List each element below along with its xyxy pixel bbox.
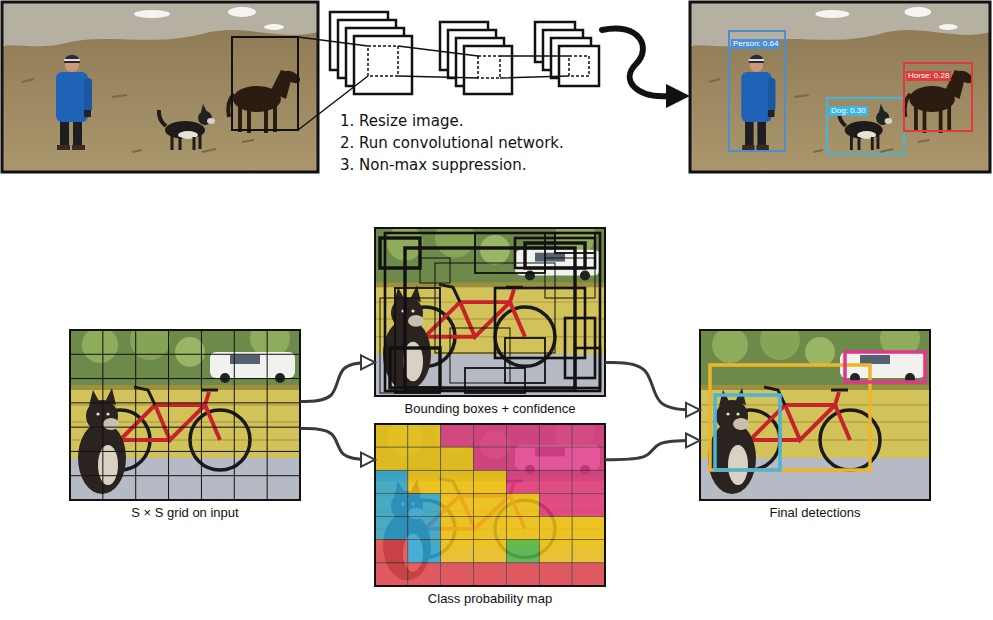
cnn-layers bbox=[330, 12, 599, 94]
image-panel: Class probability map bbox=[375, 424, 605, 607]
input-photo bbox=[2, 2, 318, 172]
output-photo bbox=[690, 2, 990, 172]
input-photo bbox=[232, 37, 298, 130]
predicted-box bbox=[380, 238, 420, 268]
boxes-photo bbox=[375, 216, 605, 396]
predicted-box bbox=[555, 233, 595, 253]
panel-caption: Bounding boxes + confidence bbox=[402, 401, 579, 417]
final-photo bbox=[700, 330, 930, 500]
receptive-field bbox=[298, 37, 589, 130]
flow-arrow bbox=[300, 429, 375, 460]
step-text: 3. Non-max suppression. bbox=[340, 155, 527, 175]
output-photo bbox=[690, 2, 990, 172]
receptive-field bbox=[368, 46, 398, 76]
boxes-photo bbox=[375, 216, 605, 396]
image-panel: Final detections bbox=[700, 330, 930, 521]
grid-line bbox=[70, 402, 300, 403]
image-panel: S × S grid on input bbox=[70, 330, 300, 521]
cnn-layers bbox=[559, 46, 599, 86]
predicted-box bbox=[420, 258, 450, 283]
class-score: Horse: 0.28 bbox=[906, 71, 951, 81]
predicted-box bbox=[380, 298, 440, 393]
receptive-field bbox=[298, 37, 569, 130]
predicted-box bbox=[465, 368, 525, 393]
output-arrow bbox=[602, 29, 668, 97]
class-map bbox=[375, 424, 605, 586]
predicted-box bbox=[380, 233, 600, 393]
grid-line bbox=[102, 330, 103, 500]
predicted-box bbox=[495, 288, 585, 358]
receptive-field bbox=[569, 56, 589, 76]
panel-caption: S × S grid on input bbox=[128, 505, 241, 521]
predicted-box bbox=[395, 288, 440, 393]
image-panel: Bounding boxes + confidence bbox=[375, 228, 605, 417]
detection-box: Horse: 0.28 bbox=[903, 62, 973, 132]
detection-box: Dog: 0.30 bbox=[826, 97, 905, 155]
final-photo bbox=[700, 318, 930, 500]
input-photo bbox=[2, 2, 318, 172]
flow-arrow bbox=[300, 362, 375, 401]
grid-line bbox=[168, 330, 169, 500]
grid-line bbox=[70, 378, 300, 379]
output-arrow bbox=[666, 84, 690, 108]
receptive-field bbox=[478, 56, 500, 78]
flow-arrow bbox=[605, 362, 700, 410]
class-map bbox=[375, 413, 605, 586]
grid-photo bbox=[70, 330, 300, 500]
output-photo bbox=[690, 2, 990, 172]
grid-photo bbox=[70, 318, 300, 500]
grid-photo bbox=[70, 318, 300, 500]
final-photo bbox=[715, 395, 780, 470]
step-text: 1. Resize image. bbox=[340, 111, 463, 131]
class-map bbox=[375, 413, 605, 586]
predicted-box bbox=[450, 328, 510, 383]
step-text: 2. Run convolutional network. bbox=[340, 133, 564, 153]
grid-line bbox=[70, 451, 300, 452]
grid-line bbox=[70, 354, 300, 355]
cnn-layers bbox=[464, 46, 512, 94]
panel-caption: Class probability map bbox=[425, 591, 555, 607]
grid-line bbox=[70, 475, 300, 476]
output-arrow bbox=[602, 29, 690, 108]
grid-line bbox=[70, 427, 300, 428]
grid-line bbox=[70, 330, 300, 500]
grid-line bbox=[234, 330, 235, 500]
boxes-photo bbox=[375, 228, 605, 396]
predicted-box bbox=[575, 348, 600, 388]
input-photo bbox=[2, 2, 318, 172]
grid-line bbox=[267, 330, 268, 500]
final-photo bbox=[845, 352, 925, 382]
flow-arrow bbox=[605, 441, 700, 460]
class-score: Person: 0.64 bbox=[731, 39, 780, 49]
detection-box: Person: 0.64 bbox=[728, 30, 786, 152]
grid-line bbox=[201, 330, 202, 500]
final-photo bbox=[700, 318, 930, 500]
predicted-box bbox=[545, 258, 595, 298]
class-score: Dog: 0.30 bbox=[829, 106, 868, 116]
predicted-box bbox=[390, 348, 440, 388]
grid-line bbox=[135, 330, 136, 500]
panel-caption: Final detections bbox=[766, 505, 863, 521]
